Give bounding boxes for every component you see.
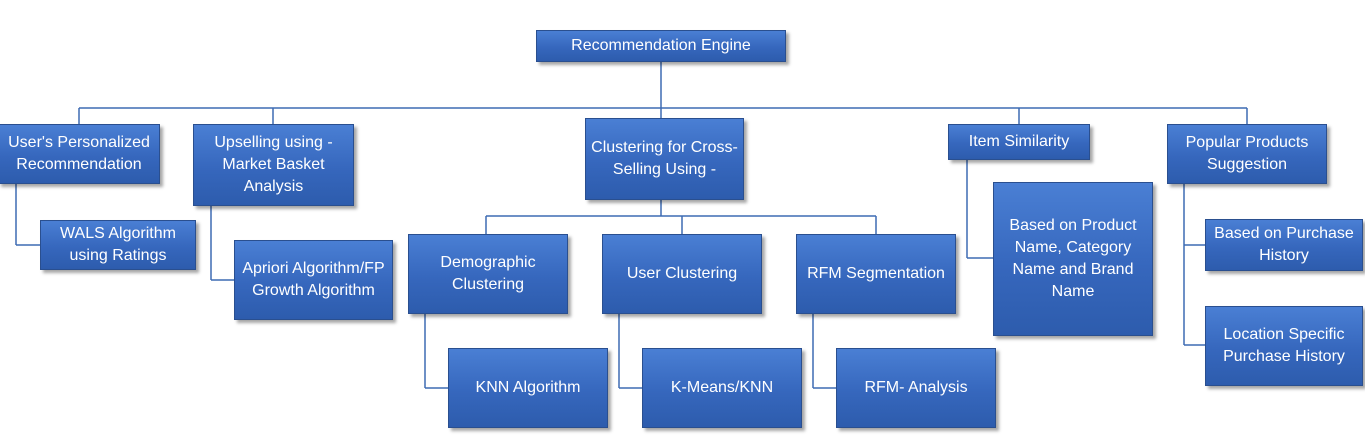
node-upselling-label: Upselling using - Market Basket Analysis [214,134,333,195]
node-demographic: Demographic Clustering [408,234,568,314]
node-item-similarity: Item Similarity [948,124,1090,160]
node-rfm-analysis: RFM- Analysis [836,348,996,428]
root-node: Recommendation Engine [536,30,786,62]
node-popular-label: Popular Products Suggestion [1185,134,1309,173]
node-popular: Popular Products Suggestion [1167,124,1327,184]
node-user-clustering: User Clustering [602,234,762,314]
node-location-history: Location Specific Purchase History [1205,306,1363,386]
node-purchase-history-label: Based on Purchase History [1214,225,1354,264]
node-clustering: Clustering for Cross-Selling Using - [585,118,744,200]
node-apriori-label: Apriori Algorithm/FP Growth Algorithm [242,260,385,299]
root-label: Recommendation Engine [571,37,751,54]
node-personalized-label: User's Personalized Recommendation [8,134,150,173]
node-upselling: Upselling using - Market Basket Analysis [193,124,354,206]
node-purchase-history: Based on Purchase History [1205,219,1363,271]
node-rfm-analysis-label: RFM- Analysis [864,379,968,396]
node-user-clustering-label: User Clustering [626,265,738,282]
node-wals: WALS Algorithm using Ratings [40,220,196,270]
node-rfm-segmentation: RFM Segmentation [796,234,956,314]
node-item-similarity-label: Item Similarity [968,133,1070,150]
node-based-on-product: Based on Product Name, Category Name and… [993,182,1153,336]
node-kmeans-label: K-Means/KNN [670,379,774,396]
node-location-history-label: Location Specific Purchase History [1223,326,1345,365]
node-wals-label: WALS Algorithm using Ratings [60,225,176,264]
node-based-on-product-label: Based on Product Name, Category Name and… [1009,217,1137,300]
node-clustering-label: Clustering for Cross-Selling Using - [591,139,738,178]
node-rfm-segmentation-label: RFM Segmentation [807,265,945,282]
node-knn-label: KNN Algorithm [475,379,581,396]
node-demographic-label: Demographic Clustering [440,254,536,293]
node-knn: KNN Algorithm [448,348,608,428]
node-personalized: User's Personalized Recommendation [0,124,160,184]
node-apriori: Apriori Algorithm/FP Growth Algorithm [234,240,393,320]
node-kmeans: K-Means/KNN [642,348,802,428]
